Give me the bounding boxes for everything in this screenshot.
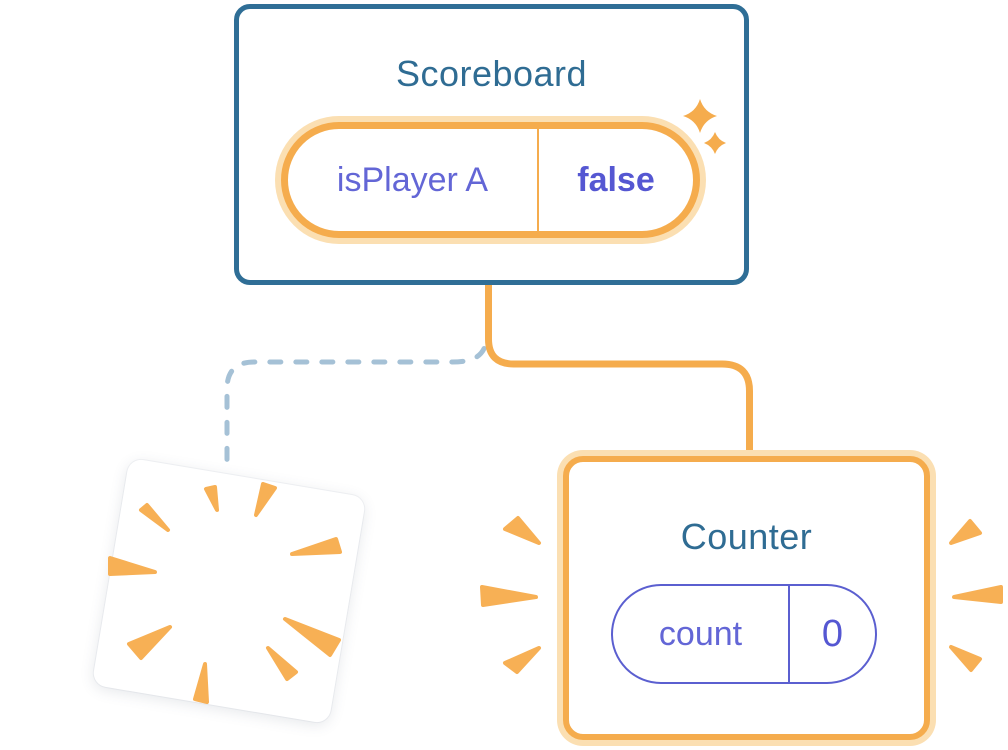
counter-state-pill: count 0 (611, 584, 877, 684)
tree-connector-line (485, 283, 753, 457)
count-key-label: count (658, 614, 743, 653)
scoreboard-title: Scoreboard (395, 53, 588, 94)
state-value-label: false (577, 160, 655, 199)
removed-branch-dashed-line (224, 323, 491, 463)
state-key-label: isPlayer A (336, 160, 489, 199)
counter-component-card: Counter count 0 (563, 456, 930, 740)
scoreboard-component-card: Scoreboard isPlayer A false (234, 4, 749, 285)
scoreboard-state-pill: isPlayer A false (281, 122, 700, 238)
counter-title: Counter (680, 516, 813, 557)
pill-divider (788, 586, 790, 682)
pill-divider (537, 129, 539, 231)
count-value-label: 0 (821, 612, 844, 655)
destroyed-component-card (91, 457, 367, 725)
